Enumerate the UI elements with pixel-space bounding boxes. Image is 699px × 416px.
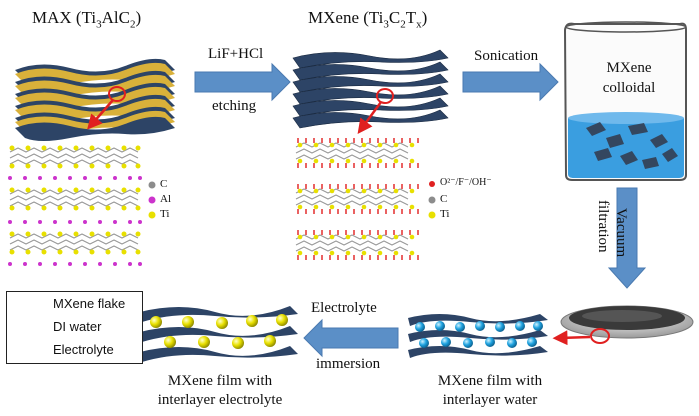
- mxene-legend-c-dot: [428, 196, 436, 204]
- beaker-label-line1: MXene: [606, 60, 652, 76]
- max-zoom-arrow: [87, 99, 114, 130]
- max-layer-stack: [15, 58, 175, 141]
- max-crystal-structure: [8, 145, 142, 266]
- etching-label: etching: [212, 98, 257, 114]
- disk-highlight-circle: [590, 328, 610, 344]
- mxene-legend-c-label: C: [440, 193, 448, 205]
- max-legend-ti-dot: [148, 211, 156, 219]
- legend-flake-label: MXene flake: [53, 296, 126, 311]
- mxene-highlight-circle: [376, 88, 394, 104]
- film-water: [408, 314, 548, 358]
- caption-water-film: MXene film with interlayer water: [437, 373, 543, 408]
- mxene-title: MXene (Ti3C2Tx): [308, 8, 428, 31]
- mxene-legend-ti-label: Ti: [440, 208, 450, 220]
- mxene-legend-ti-dot: [428, 211, 436, 219]
- filtration-label: filtration: [595, 200, 611, 253]
- mxene-layer-stack: [292, 49, 449, 129]
- legend-electrolyte-label: Electrolyte: [53, 342, 114, 357]
- caption-electrolyte-film: MXene film with interlayer electrolyte: [157, 373, 283, 408]
- etching-reagent-label: LiF+HCl: [208, 46, 264, 62]
- beaker-label-line2: colloidal: [602, 80, 656, 96]
- max-title: MAX (Ti3AlC2): [32, 8, 142, 31]
- sonication-arrow: [462, 62, 559, 102]
- vacuum-filtration-arrow: [607, 187, 647, 289]
- max-legend-al-dot: [148, 196, 156, 204]
- beaker: [563, 21, 687, 181]
- sonication-label: Sonication: [474, 48, 539, 64]
- mxene-legend-termination-dot: [429, 181, 435, 187]
- mxene-crystal-structure: [295, 138, 419, 260]
- disk-zoom-arrow: [552, 330, 591, 346]
- legend-water-label: DI water: [53, 319, 102, 334]
- electrolyte-immersion-arrow: [303, 318, 399, 358]
- mxene-zoom-arrow: [357, 101, 383, 135]
- etching-arrow: [194, 62, 291, 102]
- vacuum-label: Vacuum: [613, 208, 629, 258]
- film-legend-box: MXene flake DI water Electrolyte: [6, 291, 143, 364]
- film-electrolyte: [140, 306, 298, 362]
- filter-disk: [560, 305, 694, 339]
- immersion-step-label: immersion: [316, 356, 381, 372]
- mxene-legend-termination-label: O²⁻/F⁻/OH⁻: [440, 177, 492, 188]
- max-highlight-circle: [108, 86, 126, 102]
- max-legend-ti-label: Ti: [160, 208, 170, 220]
- electrolyte-step-label: Electrolyte: [311, 300, 377, 316]
- max-legend-al-label: Al: [160, 193, 171, 205]
- max-legend-c-dot: [148, 181, 156, 189]
- max-legend-c-label: C: [160, 178, 168, 190]
